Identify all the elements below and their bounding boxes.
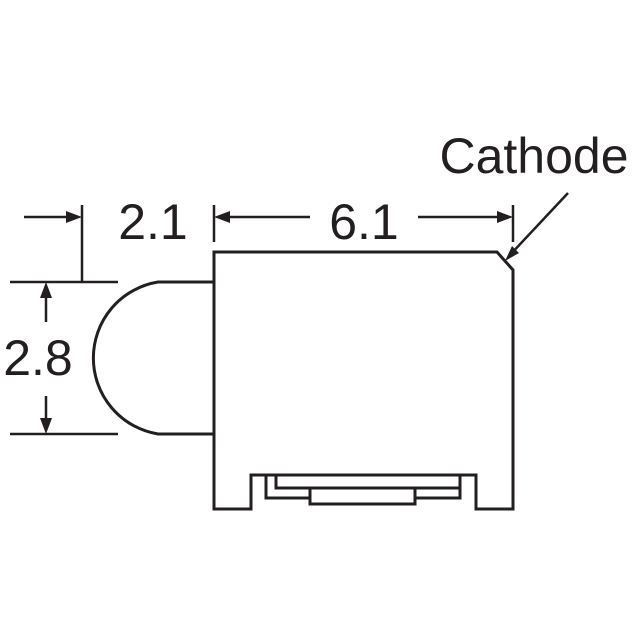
lead-length-label: 2.1 — [118, 194, 188, 250]
height-arrow-top — [40, 282, 52, 298]
body-arrow-right — [497, 211, 513, 223]
lead-arrow — [66, 211, 82, 223]
body-length-label: 6.1 — [329, 194, 399, 250]
cathode-leader-arrow — [505, 246, 519, 261]
led-body-outline — [212, 250, 515, 511]
body-arrow-left — [214, 211, 230, 223]
bottom-notch-inner-detail — [264, 475, 462, 506]
height-arrow-bottom — [40, 418, 52, 434]
bottom-notch-inner-rails — [274, 475, 460, 498]
led-dome-outline — [91, 280, 214, 436]
height-label: 2.8 — [3, 330, 73, 386]
cathode-label: Cathode — [439, 128, 628, 184]
cathode-leader-line — [508, 192, 569, 257]
